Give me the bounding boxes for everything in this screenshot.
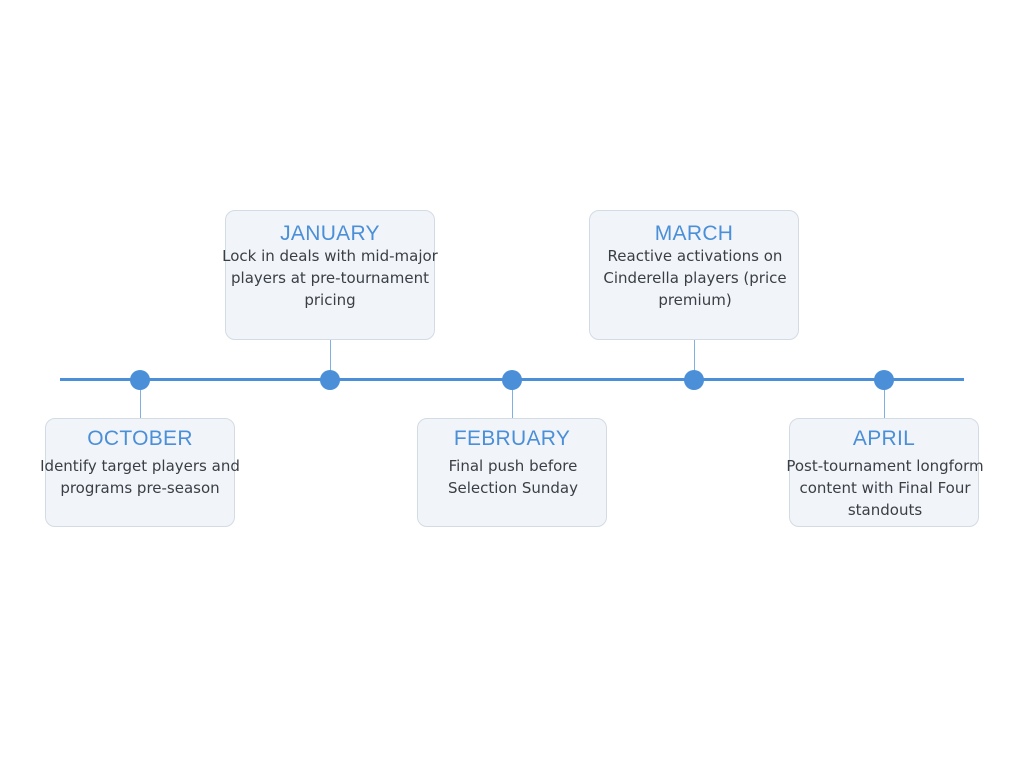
event-description: Reactive activations on Cinderella playe… — [603, 247, 787, 309]
event-month: FEBRUARY — [453, 427, 571, 450]
event-card-april: APRIL Post-tournament longform content w… — [786, 418, 984, 527]
event-description: Final push before Selection Sunday — [447, 457, 579, 497]
timeline-marker-april — [874, 370, 894, 390]
connector-january — [330, 330, 331, 380]
connector-april — [884, 380, 885, 418]
event-month: JANUARY — [280, 222, 380, 245]
connector-february — [512, 380, 513, 418]
connector-march — [694, 330, 695, 380]
event-description: Post-tournament longform content with Fi… — [786, 457, 984, 519]
connector-october — [140, 380, 141, 418]
event-month: OCTOBER — [87, 427, 193, 450]
event-card-october: OCTOBER Identify target players and prog… — [40, 418, 240, 527]
event-card-march: MARCH Reactive activations on Cinderella… — [589, 210, 799, 340]
event-card-january: JANUARY Lock in deals with mid-major pla… — [222, 210, 438, 340]
event-card-february: FEBRUARY Final push before Selection Sun… — [417, 418, 607, 527]
timeline-marker-march — [684, 370, 704, 390]
timeline-marker-january — [320, 370, 340, 390]
event-description: Identify target players and programs pre… — [40, 457, 240, 497]
event-month: MARCH — [654, 222, 734, 245]
event-month: APRIL — [852, 427, 916, 450]
event-description: Lock in deals with mid-major players at … — [222, 247, 438, 309]
timeline-marker-october — [130, 370, 150, 390]
timeline-marker-february — [502, 370, 522, 390]
